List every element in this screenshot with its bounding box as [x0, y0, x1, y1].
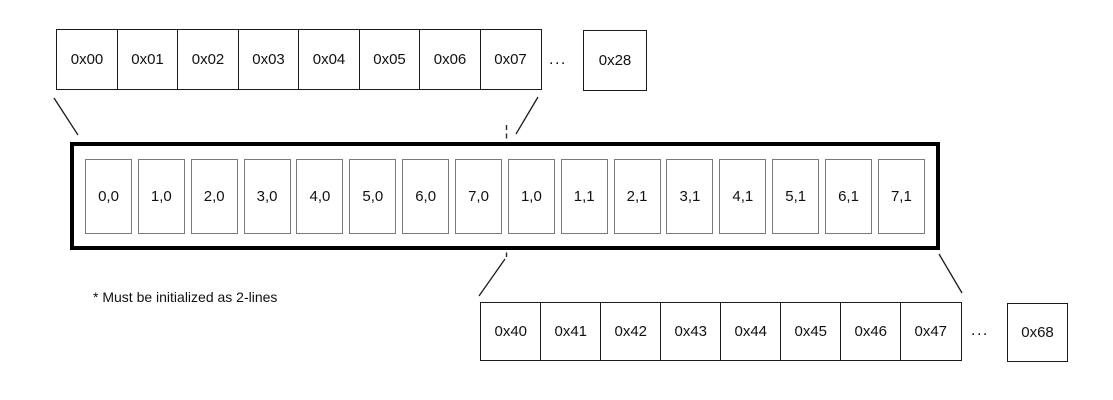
ddram-cell: 3,0 [243, 158, 291, 234]
address-cell: 0x01 [116, 29, 179, 90]
address-cell: 0x41 [540, 302, 602, 361]
ddram-cell: 0,0 [85, 158, 132, 234]
address-cell: 0x02 [177, 29, 239, 90]
ddram-cell: 7,1 [877, 158, 925, 234]
address-cell: 0x40 [480, 302, 542, 361]
address-cell: 0x05 [358, 29, 421, 90]
ddram-cell: 6,0 [402, 158, 450, 234]
ddram-cell: 5,0 [349, 158, 397, 234]
address-cell: 0x04 [298, 29, 360, 90]
address-cell: 0x42 [600, 302, 662, 361]
connector-bottom-left-line [478, 258, 506, 297]
connector-bottom-right-line [938, 253, 963, 294]
address-cell-end-top: 0x28 [583, 30, 647, 91]
address-cell: 0x44 [720, 302, 782, 361]
ellipsis-top: ... [549, 51, 567, 68]
ddram-cell: 4,0 [296, 158, 344, 234]
address-cell: 0x06 [419, 29, 481, 90]
ddram-cell: 7,0 [455, 158, 503, 234]
ddram-cell: 3,1 [666, 158, 714, 234]
ddram-cell: 6,1 [825, 158, 873, 234]
address-cell: 0x45 [780, 302, 842, 361]
ddram-cell: 4,1 [719, 158, 767, 234]
address-cell: 0x47 [900, 302, 962, 361]
ddram-cell: 1,0 [507, 158, 555, 234]
note-2lines: * Must be initialized as 2-lines [93, 289, 278, 305]
address-cell: 0x00 [56, 29, 118, 90]
address-cell: 0x07 [479, 29, 542, 90]
ddram-cell: 1,1 [560, 158, 608, 234]
ellipsis-bottom: ... [971, 322, 989, 339]
address-cell: 0x43 [660, 302, 722, 361]
address-cell: 0x03 [237, 29, 300, 90]
ddram-cell: 2,0 [190, 158, 238, 234]
ddram-cell: 1,0 [137, 158, 185, 234]
connector-top-right-line [515, 96, 539, 135]
ddram-cell: 2,1 [613, 158, 661, 234]
address-cell-end-bottom: 0x68 [1007, 303, 1068, 362]
ddram-cell: 5,1 [772, 158, 820, 234]
connector-top-left-line [53, 97, 79, 136]
address-cell: 0x46 [840, 302, 902, 361]
